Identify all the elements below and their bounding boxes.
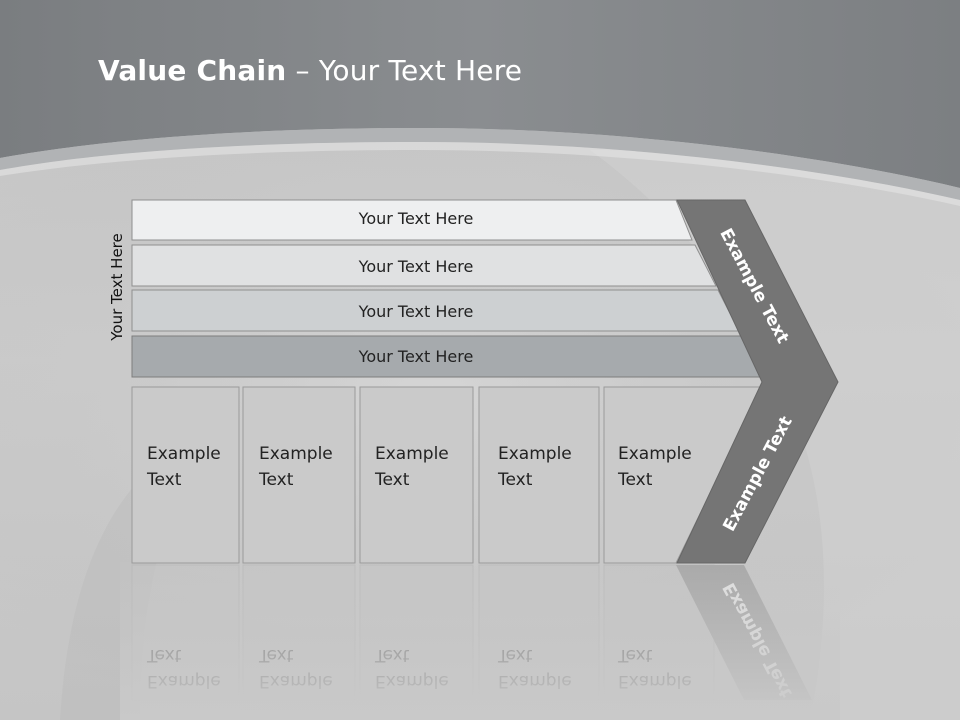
cell-2 (242, 386, 356, 564)
cell-2-line1: Example (259, 444, 333, 464)
cell-4-line1: Example (498, 444, 572, 464)
cell-3-line1: Example (375, 444, 449, 464)
cell-3-line2: Text (374, 470, 410, 490)
cell-5 (603, 386, 763, 564)
cell-1 (131, 386, 240, 564)
cells: Example Text Example Text Example Text E… (131, 386, 763, 564)
cell-2-line2: Text (258, 470, 294, 490)
bar-1 (131, 199, 693, 241)
bar-4-label: Your Text Here (358, 347, 474, 366)
cell-1-line2: Text (146, 470, 182, 490)
cell-1-line1: Example (147, 444, 221, 464)
slide-title: Value Chain – Your Text Here (98, 54, 522, 87)
bar-3-label: Your Text Here (358, 302, 474, 321)
chevron-shape (676, 199, 839, 564)
bar-2 (131, 244, 717, 287)
cell-4-line2: Text (497, 470, 533, 490)
reflection-fade (120, 562, 840, 720)
cell-5-line1: Example (618, 444, 692, 464)
title-bold: Value Chain (98, 54, 287, 87)
bars: Your Text Here Your Text Here Your Text … (131, 199, 763, 378)
bar-1-label: Your Text Here (358, 209, 474, 228)
cell-4 (478, 386, 600, 564)
cell-3 (359, 386, 474, 564)
bar-2-label: Your Text Here (358, 257, 474, 276)
title-rest: – Your Text Here (286, 54, 523, 87)
cell-5-line2: Text (617, 470, 653, 490)
